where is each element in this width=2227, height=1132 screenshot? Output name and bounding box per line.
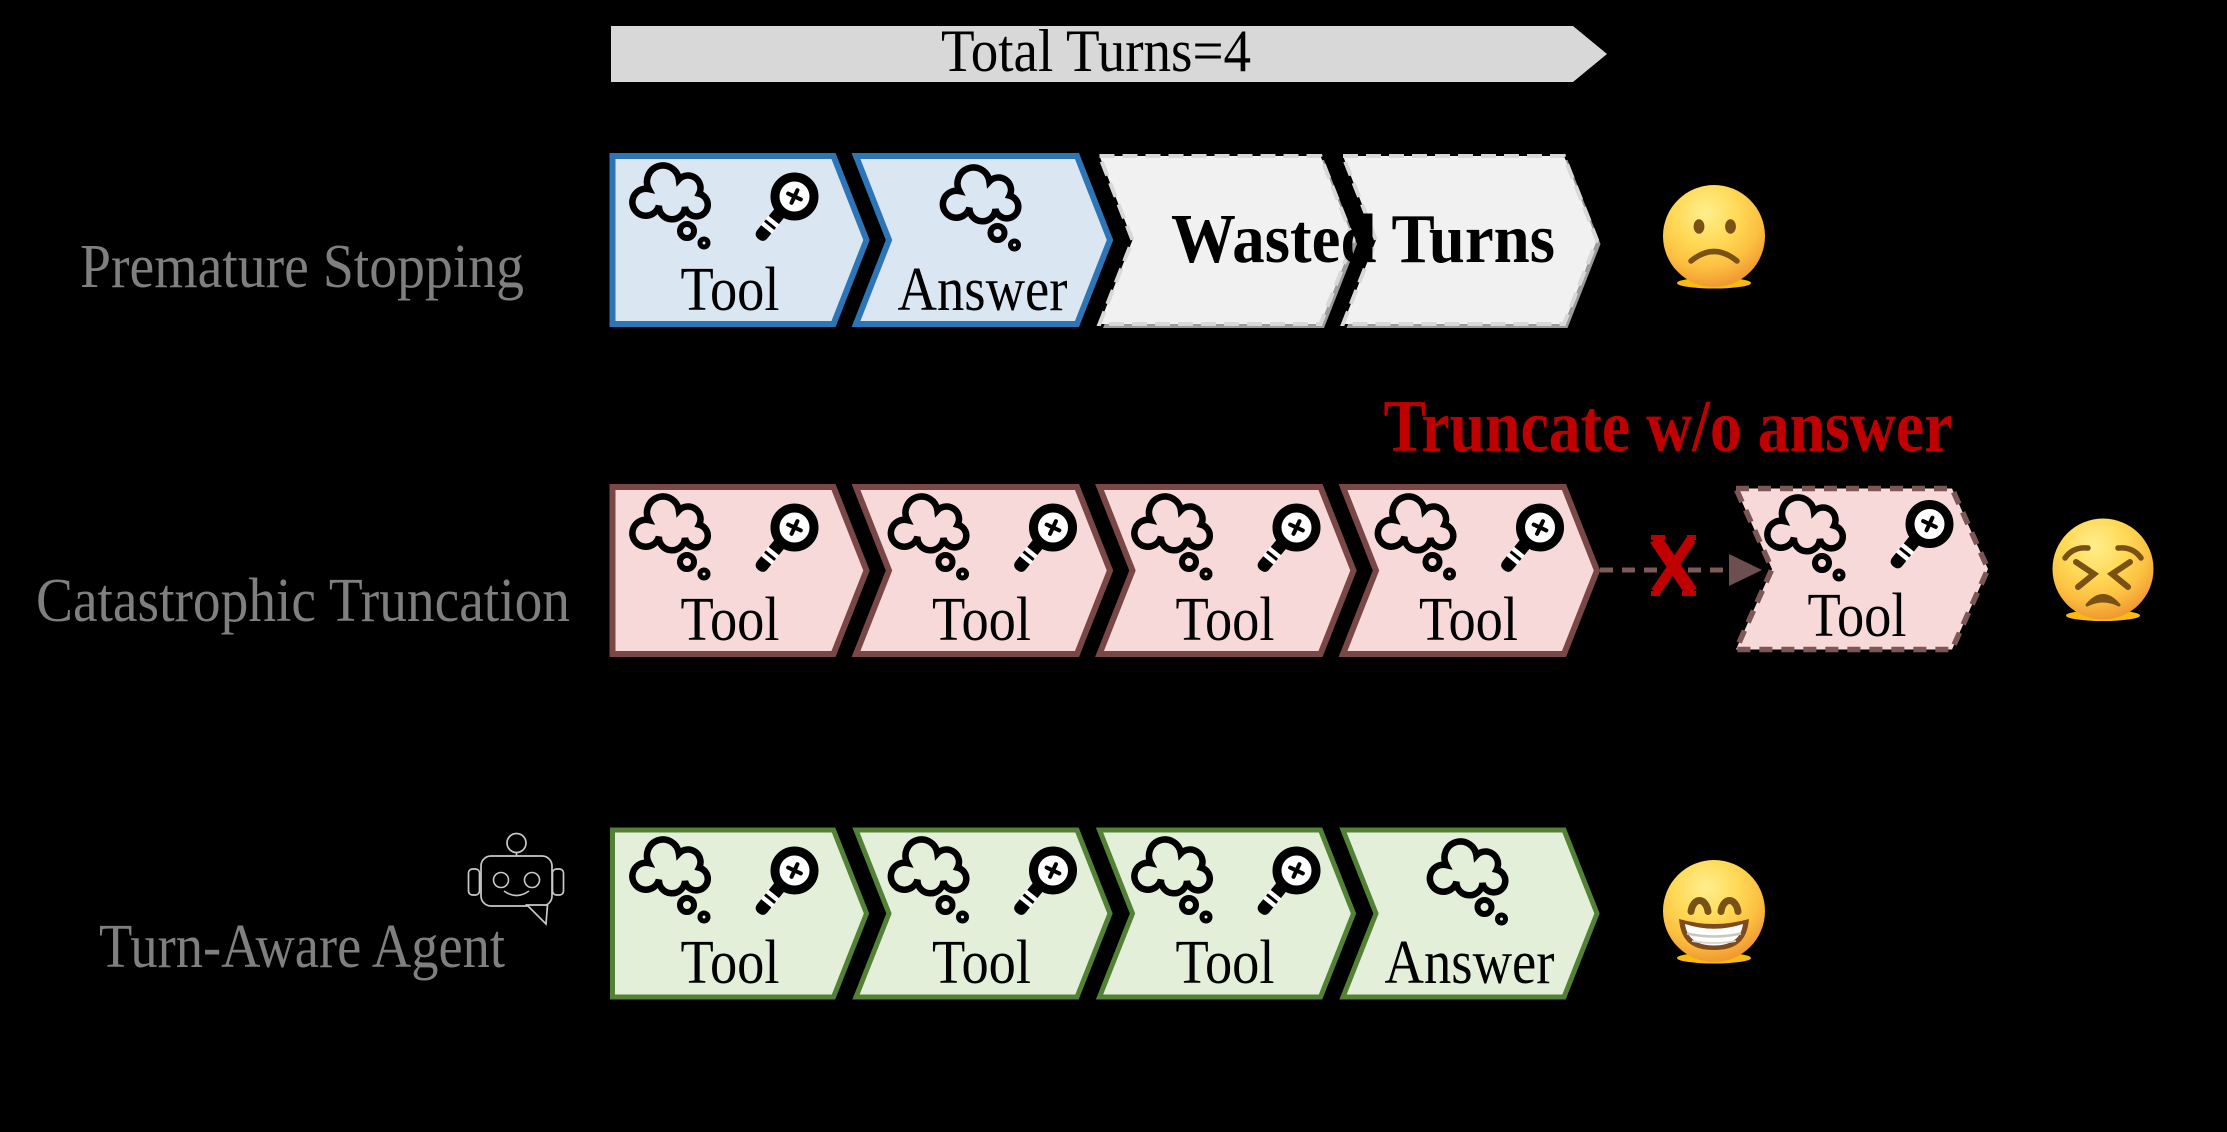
svg-text:Tool: Tool (681, 586, 780, 654)
svg-text:Tool: Tool (681, 256, 780, 324)
svg-text:Tool: Tool (1419, 586, 1518, 654)
svg-text:Answer: Answer (898, 256, 1068, 324)
svg-text:Tool: Tool (932, 586, 1031, 654)
svg-text:Catastrophic Truncation: Catastrophic Truncation (36, 567, 570, 635)
svg-text:Wasted Turns: Wasted Turns (1171, 201, 1555, 278)
svg-text:Total Turns=4: Total Turns=4 (941, 18, 1251, 84)
svg-text:Tool: Tool (1176, 586, 1275, 654)
svg-text:Tool: Tool (681, 929, 780, 997)
svg-text:Tool: Tool (1176, 929, 1275, 997)
svg-text:Answer: Answer (1385, 929, 1555, 997)
svg-text:Tool: Tool (932, 929, 1031, 997)
svg-text:Turn-Aware Agent: Turn-Aware Agent (99, 913, 505, 981)
svg-text:Tool: Tool (1808, 582, 1907, 650)
svg-text:Premature Stopping: Premature Stopping (80, 233, 524, 301)
svg-text:Truncate w/o answer: Truncate w/o answer (1384, 386, 1953, 468)
